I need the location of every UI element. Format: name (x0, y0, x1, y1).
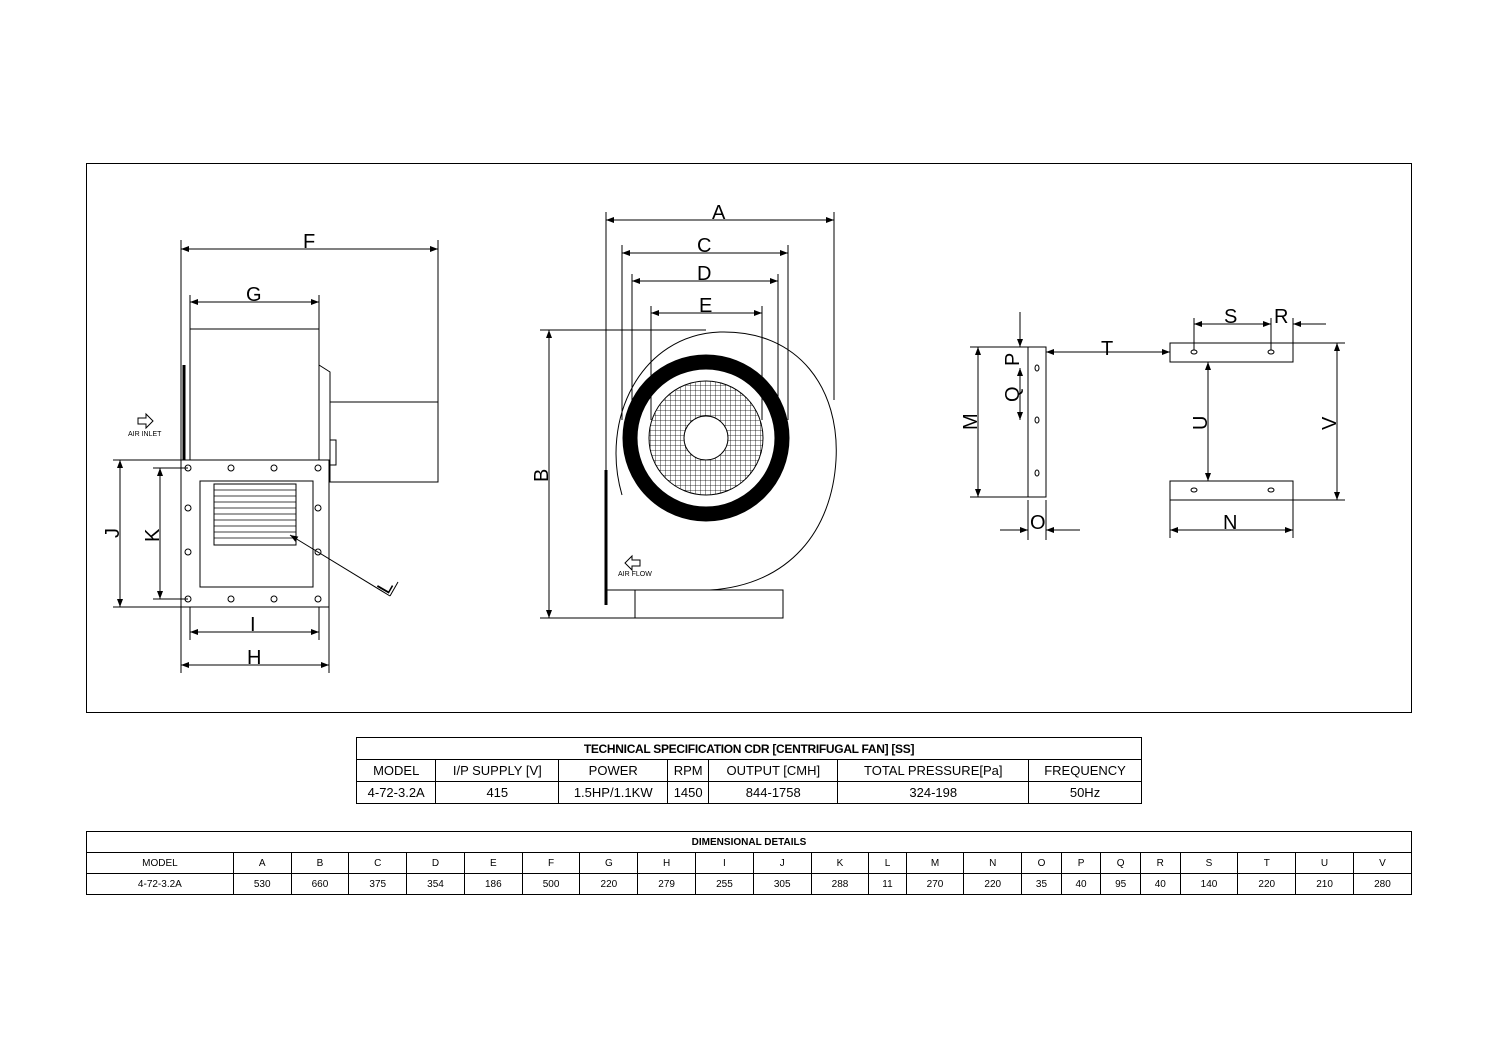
header-cell: POWER (558, 759, 669, 782)
cell: 1.5HP/1.1KW (558, 781, 669, 804)
dim-label-n: N (1223, 512, 1237, 534)
header-cell: S (1179, 852, 1239, 874)
header-cell: Q (1100, 852, 1141, 874)
header-cell: J (752, 852, 812, 874)
header-cell: M (905, 852, 965, 874)
cell: 660 (290, 873, 350, 895)
cell: 186 (463, 873, 523, 895)
cell: 35 (1021, 873, 1062, 895)
header-cell: N (963, 852, 1023, 874)
technical-specification-table: TECHNICAL SPECIFICATION CDR [CENTRIFUGAL… (355, 737, 1142, 804)
dim-label-v: V (1319, 416, 1341, 430)
dim-label-o: O (1030, 512, 1046, 534)
header-cell: D (406, 852, 465, 874)
header-cell: A (232, 852, 292, 874)
cell: 95 (1100, 873, 1141, 895)
header-cell: RPM (667, 759, 710, 782)
dim-label-m: M (960, 413, 982, 430)
cell: 500 (521, 873, 581, 895)
header-cell: P (1060, 852, 1102, 874)
dim-label-c: C (697, 235, 711, 257)
cell: 255 (695, 873, 754, 895)
dim-table-title: DIMENSIONAL DETAILS (86, 831, 1412, 853)
header-cell: MODEL (86, 852, 234, 874)
cell: 270 (905, 873, 965, 895)
cell: 280 (1352, 873, 1413, 895)
spec-table-title: TECHNICAL SPECIFICATION CDR [CENTRIFUGAL… (356, 737, 1142, 760)
dim-label-j: J (102, 528, 124, 538)
dim-label-g: G (246, 284, 262, 306)
header-cell: OUTPUT [CMH] (708, 759, 839, 782)
header-cell: G (579, 852, 639, 874)
header-cell: T (1237, 852, 1297, 874)
dim-label-d: D (697, 263, 711, 285)
dim-label-i: I (250, 614, 256, 636)
dim-label-a: A (712, 202, 726, 224)
cell: 324-198 (837, 781, 1030, 804)
dim-label-h: H (247, 647, 261, 669)
cell: 844-1758 (708, 781, 839, 804)
header-cell: L (868, 852, 907, 874)
dim-label-q: Q (1002, 386, 1024, 402)
cell: 40 (1139, 873, 1181, 895)
dim-label-k: K (142, 528, 164, 542)
dim-label-e: E (699, 295, 712, 317)
dim-label-s: S (1224, 306, 1237, 328)
header-cell: C (348, 852, 408, 874)
header-cell: O (1021, 852, 1062, 874)
air-inlet-arrow-icon (137, 412, 154, 430)
header-cell: I (695, 852, 754, 874)
header-cell: H (637, 852, 697, 874)
base-frame-view (970, 312, 1345, 540)
side-view (113, 240, 439, 673)
cell: 140 (1179, 873, 1239, 895)
header-cell: I/P SUPPLY [V] (435, 759, 560, 782)
header-cell: MODEL (355, 759, 437, 782)
dim-label-f: F (303, 231, 315, 253)
cell: 288 (810, 873, 870, 895)
cell: 1450 (667, 781, 710, 804)
cell: 220 (579, 873, 639, 895)
cell: 375 (348, 873, 408, 895)
cell: 50Hz (1028, 781, 1142, 804)
cell: 40 (1060, 873, 1102, 895)
table-row: 4-72-3.2A 415 1.5HP/1.1KW 1450 844-1758 … (355, 781, 1142, 804)
dim-label-u: U (1190, 416, 1212, 430)
cell: 530 (232, 873, 292, 895)
drawing-frame (86, 163, 1412, 713)
dim-label-l: L (373, 577, 398, 598)
header-cell: R (1139, 852, 1181, 874)
header-cell: F (521, 852, 581, 874)
air-flow-arrow-icon (624, 554, 641, 572)
cell: 354 (406, 873, 465, 895)
header-cell: V (1352, 852, 1413, 874)
cell: 279 (637, 873, 697, 895)
header-cell: TOTAL PRESSURE[Pa] (837, 759, 1030, 782)
cell: 4-72-3.2A (86, 873, 234, 895)
cell: 415 (435, 781, 560, 804)
dim-label-t: T (1101, 338, 1113, 360)
air-flow-label: AIR FLOW (618, 571, 652, 578)
header-cell: E (463, 852, 523, 874)
cell: 4-72-3.2A (355, 781, 437, 804)
header-cell: B (290, 852, 350, 874)
header-cell: FREQUENCY (1028, 759, 1142, 782)
cell: 305 (752, 873, 812, 895)
air-inlet-label: AIR INLET (128, 431, 162, 438)
header-cell: U (1295, 852, 1354, 874)
table-header-row: MODEL I/P SUPPLY [V] POWER RPM OUTPUT [C… (355, 759, 1142, 782)
header-cell: K (810, 852, 870, 874)
cell: 210 (1295, 873, 1354, 895)
dim-label-p: P (1002, 353, 1024, 366)
dim-label-r: R (1274, 306, 1288, 328)
cell: 220 (1237, 873, 1297, 895)
front-view (540, 212, 837, 619)
dim-label-b: B (531, 469, 553, 482)
cell: 220 (963, 873, 1023, 895)
cell: 11 (868, 873, 907, 895)
